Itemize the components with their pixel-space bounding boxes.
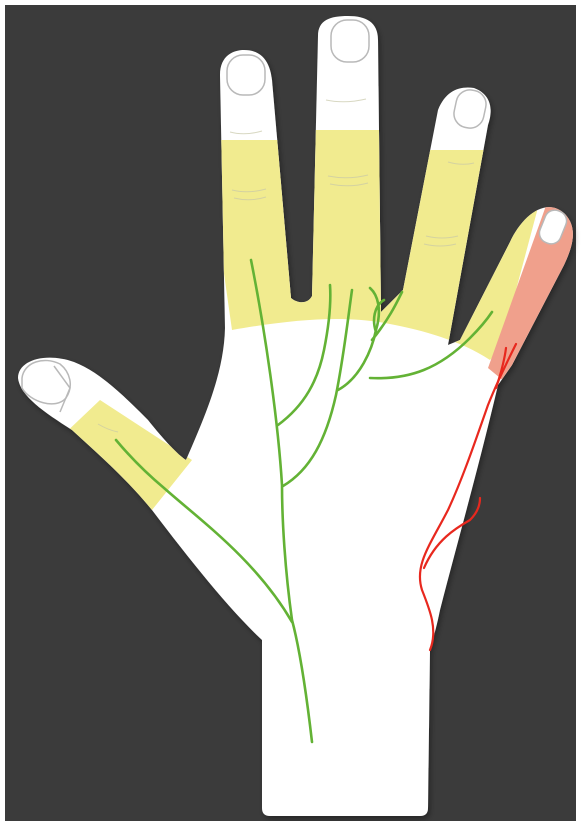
middle-nail xyxy=(331,20,369,62)
index-nail xyxy=(227,55,265,95)
